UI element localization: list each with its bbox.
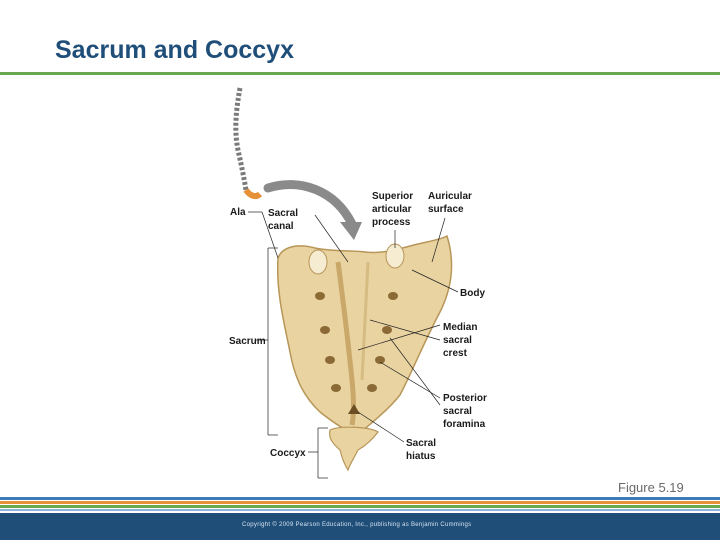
label-sacral-hiatus: Sacral hiatus bbox=[406, 438, 439, 462]
label-sacrum: Sacrum bbox=[229, 336, 266, 347]
label-body: Body bbox=[460, 288, 485, 299]
copyright-text: Copyright © 2009 Pearson Education, Inc.… bbox=[242, 522, 472, 528]
slide-title: Sacrum and Coccyx bbox=[55, 36, 294, 64]
figure-caption: Figure 5.19 bbox=[618, 480, 684, 495]
coccyx-bracket bbox=[317, 427, 328, 479]
label-median-sacral-crest: Median sacral crest bbox=[443, 322, 480, 359]
label-sacral-canal: Sacral canal bbox=[268, 208, 301, 232]
label-coccyx: Coccyx bbox=[270, 448, 306, 459]
vertebral-column-thumbnail bbox=[233, 87, 263, 200]
leader-lines bbox=[248, 211, 459, 453]
label-superior-articular-process: Superior articular process bbox=[372, 191, 416, 228]
footer-stripes bbox=[0, 497, 720, 511]
sacrum-bone-illustration bbox=[276, 234, 453, 472]
orientation-arrow bbox=[263, 180, 362, 240]
label-auricular-surface: Auricular surface bbox=[428, 191, 475, 215]
label-posterior-sacral-foramina: Posterior sacral foramina bbox=[443, 393, 490, 430]
label-ala: Ala bbox=[230, 207, 246, 218]
sacrum-bracket bbox=[267, 247, 278, 436]
footer-bar: Copyright © 2009 Pearson Education, Inc.… bbox=[0, 513, 720, 540]
title-underline bbox=[0, 72, 720, 75]
